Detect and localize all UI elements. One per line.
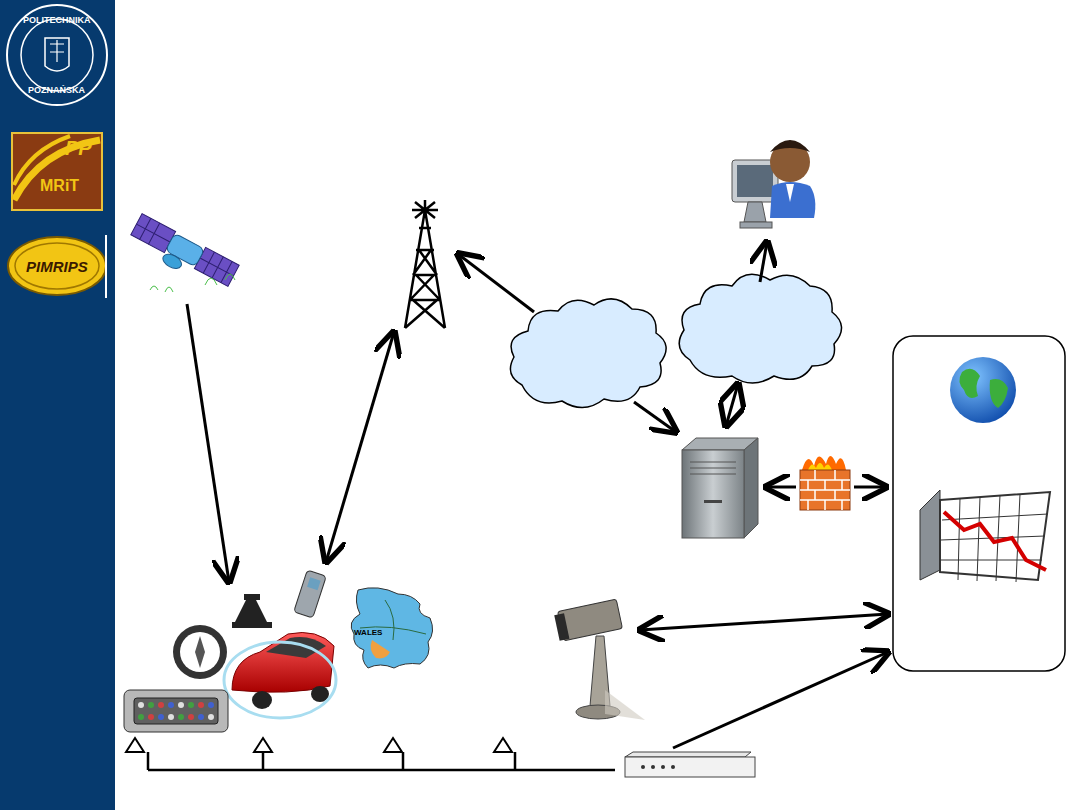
sidebar [0,0,115,810]
logo-text: MRiT [40,178,79,194]
logo-text: POLITECHNIKA [23,16,91,25]
logo-text: POZNAŃSKA [28,86,85,95]
logo-text: PP [65,138,92,158]
logo-text: PIMRIPS [26,259,88,274]
map-label: WALES [354,629,382,637]
